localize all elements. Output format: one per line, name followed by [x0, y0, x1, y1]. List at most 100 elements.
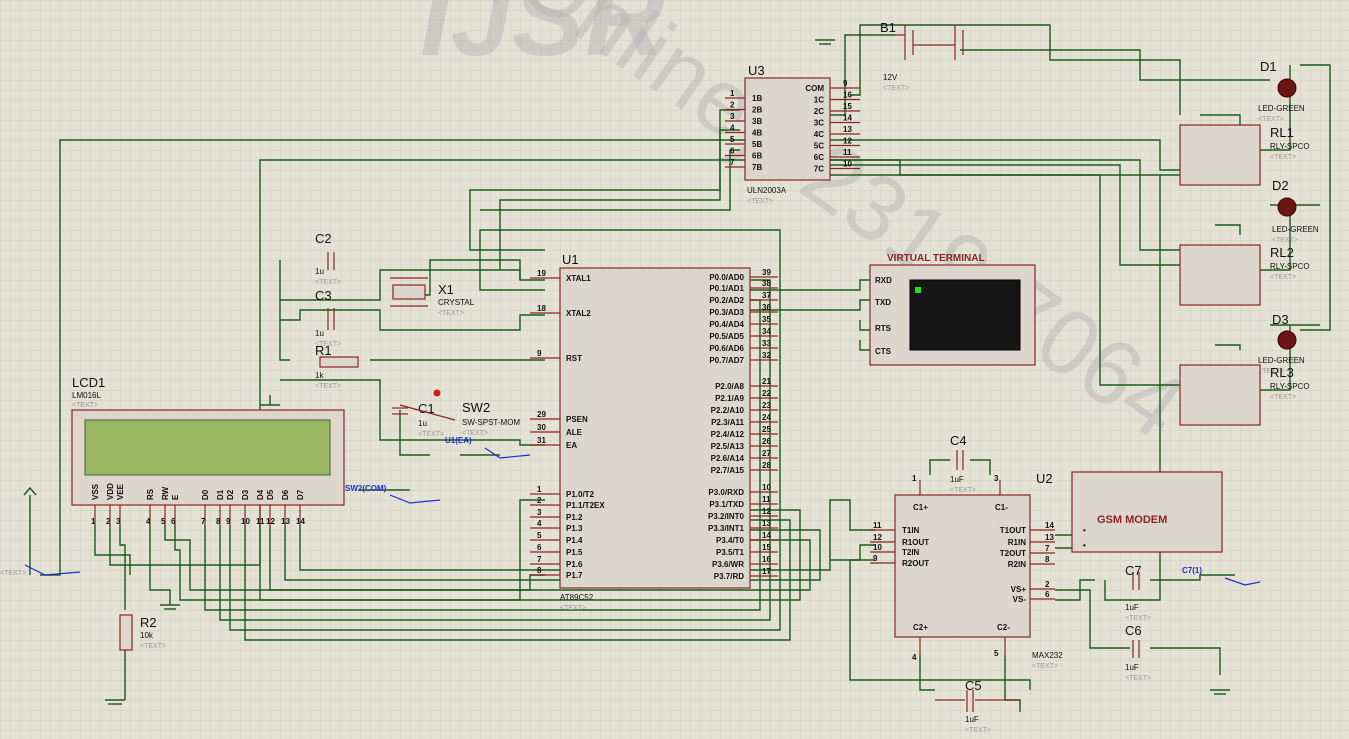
lcd-pin-label: D6: [281, 489, 290, 500]
u3-pin-name: 6C: [814, 153, 824, 162]
lcd-ref: LCD1: [72, 375, 105, 390]
rl1-placeholder: <TEXT>: [1270, 154, 1296, 161]
c3-ref: C3: [315, 288, 332, 303]
u3-pin-number: 7: [730, 158, 735, 167]
terminal-text-left: <TEXT>: [0, 570, 26, 577]
u2-max232: U2 MAX232 <TEXT> C1+ C1- C2+ C2- 1 3 4 5: [894, 471, 1063, 670]
c7-ref: C7: [1125, 563, 1142, 578]
lcd-part: LM016L: [72, 391, 101, 400]
rl2-placeholder: <TEXT>: [1270, 274, 1296, 281]
c4-value: 1uF: [950, 475, 964, 484]
u1-pin-name: P1.7: [566, 571, 583, 580]
d3-ref: D3: [1272, 312, 1289, 327]
lcd-pin-number: 14: [296, 517, 305, 526]
u1-pin-number: 26: [762, 437, 771, 446]
u3-pin-name: 5B: [752, 140, 762, 149]
u3-pin-number: 6: [730, 147, 735, 156]
crystal-placeholder: <TEXT>: [438, 310, 464, 317]
u1-pin-name: P1.0/T2: [566, 490, 595, 499]
lcd-screen: [84, 419, 331, 476]
u3-pin-number: 2: [730, 101, 735, 110]
u1-pin-name: PSEN: [566, 415, 588, 424]
u2-pin-1: 1: [912, 474, 917, 483]
u3-pin-number: 15: [843, 102, 852, 111]
u1-pin-name: P3.7/RD: [714, 572, 744, 581]
u2-pin-name: VS-: [1013, 595, 1027, 604]
u1-pin-number: 22: [762, 389, 771, 398]
d1-placeholder: <TEXT>: [1258, 116, 1284, 123]
u2-pin-3: 3: [994, 474, 999, 483]
u2-part: MAX232: [1032, 651, 1063, 660]
c6-ref: C6: [1125, 623, 1142, 638]
lcd-pin-number: 1: [91, 517, 96, 526]
u1-pin-name: P2.1/A9: [715, 394, 744, 403]
terminal-c7-1: C7(1): [1182, 566, 1202, 575]
u1-pin-number: 10: [762, 483, 771, 492]
u1-pin-name: P2.6/A14: [711, 454, 745, 463]
lcd-pin-label: E: [171, 494, 180, 500]
sw2-ref: SW2: [462, 400, 490, 415]
relay-rl2: RL2 RLY-SPCO <TEXT>: [1179, 244, 1310, 306]
u1-pin-number: 37: [762, 291, 771, 300]
u1-left-pins: 19XTAL118XTAL29RST29PSEN30ALE31EA1P1.0/T…: [530, 269, 605, 580]
u1-pin-number: 8: [537, 566, 542, 575]
u3-pin-name: 4C: [814, 130, 824, 139]
r1-ref: R1: [315, 343, 332, 358]
u2-pin-name: VS+: [1011, 585, 1027, 594]
u2-pin-name: R2IN: [1008, 560, 1026, 569]
d3-placeholder: <TEXT>: [1258, 368, 1284, 375]
u1-pin-name: ALE: [566, 428, 583, 437]
u3-pin-number: 11: [843, 148, 852, 157]
u1-pin-number: 6: [537, 543, 542, 552]
u1-pin-number: 29: [537, 410, 546, 419]
crystal-value: CRYSTAL: [438, 298, 475, 307]
c7-value: 1uF: [1125, 603, 1139, 612]
u3-pin-name: 5C: [814, 142, 824, 151]
u1-pin-number: 35: [762, 315, 771, 324]
u2-c2p-label: C2+: [913, 623, 928, 632]
c3-placeholder: <TEXT>: [315, 341, 341, 348]
u1-pin-name: P1.1/T2EX: [566, 501, 605, 510]
u3-ref: U3: [748, 63, 765, 78]
u3-pin-name: 7C: [814, 165, 824, 174]
battery-value: 12V: [883, 73, 898, 82]
r1-value: 1k: [315, 371, 324, 380]
terminal-sw2-com: SW2(COM): [345, 484, 387, 493]
crystal-x1: X1 CRYSTAL <TEXT>: [390, 277, 475, 317]
lcd-pin-label: D4: [256, 489, 265, 500]
u2-pin-name: T1IN: [902, 526, 920, 535]
u3-pin-name: 3C: [814, 119, 824, 128]
u1-pin-number: 21: [762, 377, 771, 386]
lcd-pin-label: D3: [241, 489, 250, 500]
u1-pin-name: P0.2/AD2: [709, 296, 744, 305]
u1-pin-name: P1.4: [566, 536, 583, 545]
crystal-ref: X1: [438, 282, 454, 297]
u1-pin-number: 19: [537, 269, 546, 278]
u1-pin-number: 31: [537, 436, 546, 445]
lcd-pin-label: D7: [296, 489, 305, 500]
lcd-pin-number: 2: [106, 517, 111, 526]
u3-uln2003a: U3 ULN2003A <TEXT>: [744, 63, 831, 205]
gsm-modem: GSM MODEM • •: [1071, 471, 1223, 553]
lcd-pin-number: 4: [146, 517, 151, 526]
c1-value: 1u: [418, 419, 427, 428]
lcd-pin-number: 7: [201, 517, 206, 526]
u2-pin-4: 4: [912, 653, 917, 662]
u2-pin-number: 13: [1045, 533, 1054, 542]
u1-pin-name: XTAL1: [566, 274, 591, 283]
u2-c1m-label: C1-: [995, 503, 1008, 512]
u1-pin-name: P3.4/T0: [716, 536, 745, 545]
u1-pin-name: P3.0/RXD: [708, 488, 744, 497]
u1-pin-number: 24: [762, 413, 771, 422]
lcd-pin-number: 3: [116, 517, 121, 526]
u3-pin-name: 3B: [752, 117, 762, 126]
c5-placeholder: <TEXT>: [965, 727, 991, 734]
capacitor-c6: C6 1uF <TEXT>: [1125, 623, 1151, 682]
lcd-pin-number: 13: [281, 517, 290, 526]
u3-pin-number: 9: [843, 79, 848, 88]
lcd-placeholder: <TEXT>: [72, 402, 98, 409]
u1-pin-number: 18: [537, 304, 546, 313]
